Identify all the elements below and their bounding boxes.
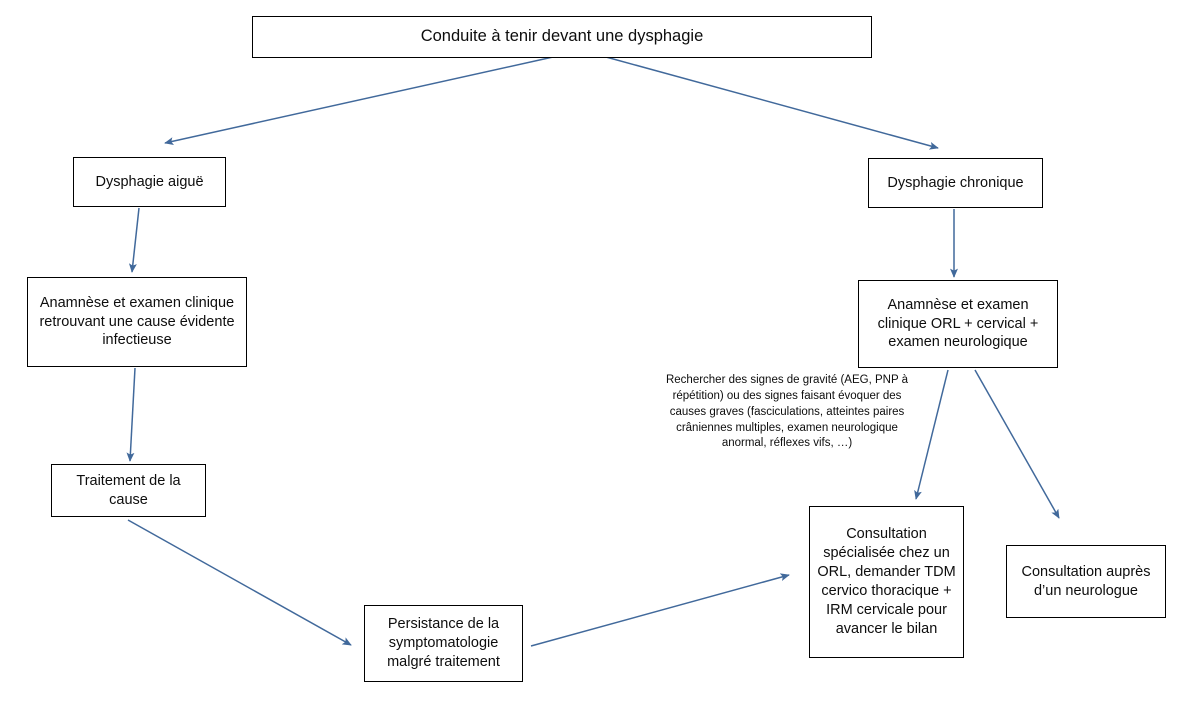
node-anamnese-examen-orl-cervical-neuro[interactable]: Anamnèse et examen clinique ORL + cervic…: [858, 280, 1058, 368]
annotation-signes-de-gravite: Rechercher des signes de gravité (AEG, P…: [665, 374, 909, 450]
node-dysphagie-aigue[interactable]: Dysphagie aiguë: [73, 157, 226, 207]
edge-chronic-exam-to-orl-consult: [914, 369, 949, 500]
node-anamnese-examen-clinique-infectieux[interactable]: Anamnèse et examen clinique retrouvant u…: [27, 277, 247, 367]
node-traitement-de-la-cause[interactable]: Traitement de la cause: [51, 464, 206, 517]
node-persistance-symptomatologie[interactable]: Persistance de la symptomatologie malgré…: [364, 605, 523, 682]
edge-treatment-to-persistence: [127, 519, 352, 646]
edge-persistence-to-orl-consult: [530, 573, 790, 647]
node-consultation-neurologue[interactable]: Consultation auprès d’un neurologue: [1006, 545, 1166, 618]
node-root[interactable]: Conduite à tenir devant une dysphagie: [252, 16, 872, 58]
edge-acute-exam-to-treatment: [126, 367, 136, 462]
edge-root-to-acute: [164, 56, 554, 146]
node-dysphagie-chronique[interactable]: Dysphagie chronique: [868, 158, 1043, 208]
edge-root-to-chronic: [605, 56, 939, 150]
node-consultation-orl[interactable]: Consultation spécialisée chez un ORL, de…: [809, 506, 964, 658]
edge-chronic-exam-to-neuro-consult: [974, 369, 1060, 519]
edge-acute-to-acute-exam: [128, 207, 140, 273]
